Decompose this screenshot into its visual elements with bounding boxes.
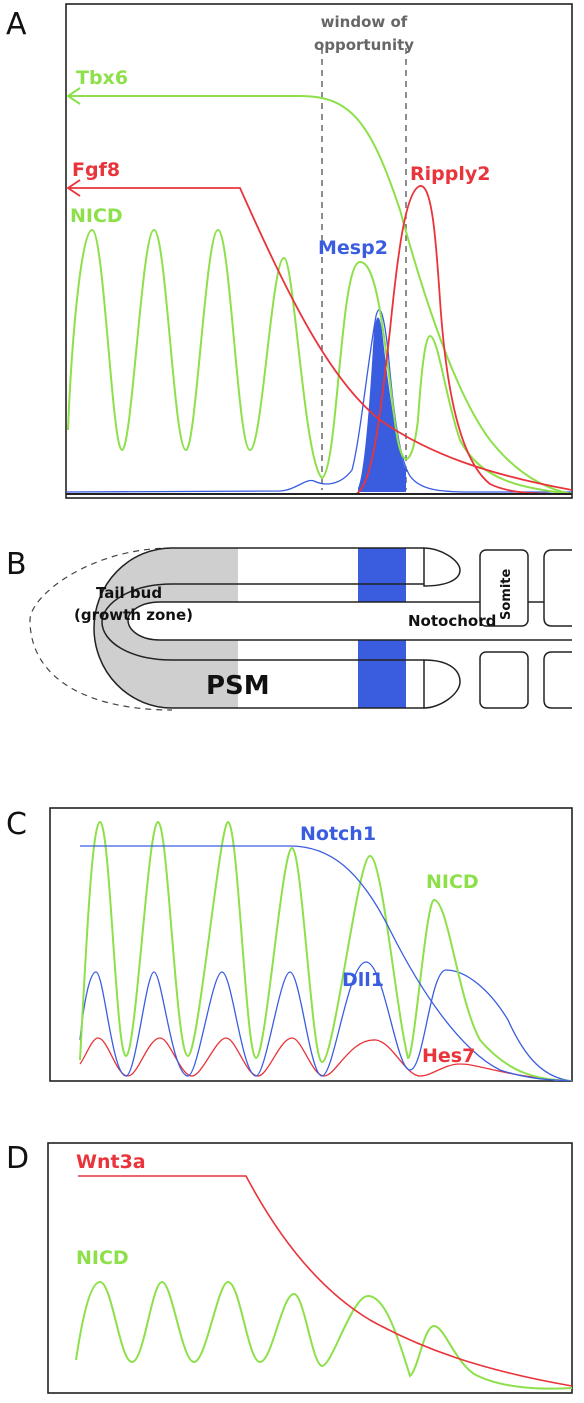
- panel-c: C Notch1 NICD Dll1 Hes7: [6, 807, 573, 1082]
- nicd-curve-c: [79, 820, 572, 1081]
- label-nicd-c: NICD: [426, 871, 479, 893]
- forming-somite-top: [423, 547, 461, 587]
- label-dll1: Dll1: [342, 969, 384, 991]
- fgf8-curve: [68, 187, 572, 491]
- hes7-curve: [79, 1037, 572, 1081]
- nicd-curve-d: [75, 1280, 572, 1390]
- somite-bottom-1: [479, 651, 529, 709]
- panel-letter-b: B: [6, 547, 27, 582]
- window-label-line2: opportunity: [314, 36, 414, 54]
- panel-letter-d: D: [6, 1141, 29, 1176]
- mesp2-curve: [66, 309, 572, 493]
- panel-b: B Tail bud (growth zone) Somite Notochor…: [6, 547, 572, 711]
- forming-somite-bottom: [423, 659, 461, 709]
- psm-label: PSM: [206, 671, 270, 701]
- mesp2-filled-area: [358, 317, 406, 492]
- somite-top-2: [543, 549, 572, 627]
- somite-label: Somite: [499, 568, 514, 620]
- somite-top-1: [479, 549, 529, 627]
- panel-letter-c: C: [6, 807, 27, 842]
- psm-inner-outline: [101, 583, 424, 661]
- notochord-label: Notochord: [408, 612, 496, 630]
- label-wnt3a: Wnt3a: [76, 1151, 146, 1173]
- panel-c-frame: [49, 807, 573, 1082]
- label-mesp2: Mesp2: [318, 237, 388, 259]
- tail-bud-previous-outline: [29, 547, 173, 711]
- ripply2-curve: [330, 185, 572, 495]
- tbx6-arrowhead: [66, 87, 81, 105]
- panel-d-frame: [47, 1142, 573, 1394]
- panel-d: D Wnt3a NICD: [6, 1141, 573, 1394]
- label-hes7: Hes7: [422, 1045, 475, 1067]
- label-fgf8: Fgf8: [72, 159, 120, 181]
- window-label-line1: window of: [321, 13, 408, 31]
- label-notch1: Notch1: [300, 823, 376, 845]
- wnt3a-curve: [78, 1175, 572, 1387]
- tbx6-curve: [68, 95, 572, 495]
- fgf8-arrowhead: [66, 179, 81, 197]
- label-tbx6: Tbx6: [76, 67, 128, 89]
- dll1-curve: [79, 961, 572, 1081]
- panel-a-frame: [65, 3, 573, 499]
- nicd-curve-a: [67, 228, 572, 495]
- panel-letter-a: A: [6, 7, 27, 42]
- somite-bottom-2: [543, 651, 572, 709]
- psm-outline: [93, 547, 424, 709]
- tail-bud-label-line1: Tail bud: [96, 584, 162, 602]
- notch1-curve: [80, 845, 572, 1081]
- tail-bud-label-line2: (growth zone): [74, 606, 193, 624]
- notochord: [127, 601, 572, 641]
- label-ripply2: Ripply2: [410, 163, 490, 185]
- panel-a: A window of opportunity Tbx6 Fgf8 Ripp: [6, 3, 573, 499]
- label-nicd-d: NICD: [76, 1247, 129, 1269]
- label-nicd-a: NICD: [70, 205, 123, 227]
